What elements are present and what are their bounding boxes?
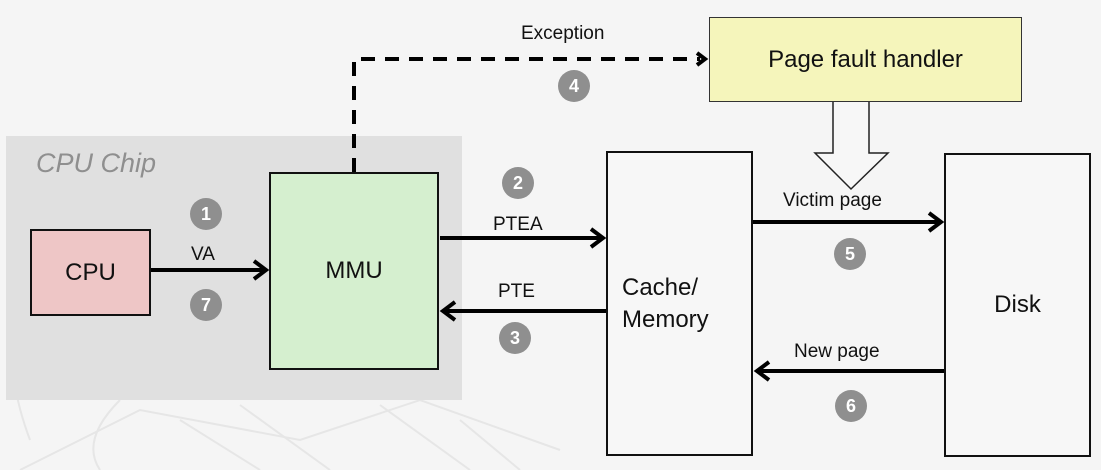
page-fault-handler-node: Page fault handler (709, 17, 1022, 102)
arrowhead-va (252, 259, 270, 281)
label-va: VA (191, 244, 215, 265)
label-exception: Exception (521, 23, 605, 44)
arrow-exception (352, 57, 700, 172)
step-badge-5: 5 (834, 238, 866, 270)
arrowhead-ptea (589, 227, 607, 249)
step-badge-3: 3 (499, 322, 531, 354)
label-ptea: PTEA (493, 214, 543, 235)
mmu-node: MMU (269, 172, 439, 370)
disk-node: Disk (944, 153, 1091, 457)
step-badge-2: 2 (502, 167, 534, 199)
cache-memory-node: Cache/ Memory (606, 151, 753, 456)
step-badge-1: 1 (190, 198, 222, 230)
arrowhead-victim-page (927, 211, 945, 233)
cache-memory-label: Cache/ Memory (622, 272, 709, 334)
cpu-node: CPU (30, 229, 151, 316)
label-new-page: New page (794, 341, 880, 362)
arrowhead-exception (695, 51, 709, 67)
cache-label-line1: Cache/ (622, 274, 699, 302)
step-badge-7: 7 (190, 289, 222, 321)
label-pte: PTE (498, 281, 535, 302)
mmu-label: MMU (325, 257, 383, 284)
handler-block-arrow (813, 102, 890, 191)
cache-label-line2: Memory (622, 305, 709, 333)
cpu-chip-label: CPU Chip (36, 148, 157, 178)
arrowhead-new-page (753, 360, 771, 382)
disk-label: Disk (994, 291, 1041, 318)
step-badge-6: 6 (835, 390, 867, 422)
arrowhead-pte (439, 300, 457, 322)
label-victim-page: Victim page (783, 190, 882, 211)
step-badge-4: 4 (558, 70, 590, 102)
cpu-label: CPU (65, 258, 116, 286)
handler-label: Page fault handler (768, 45, 963, 73)
